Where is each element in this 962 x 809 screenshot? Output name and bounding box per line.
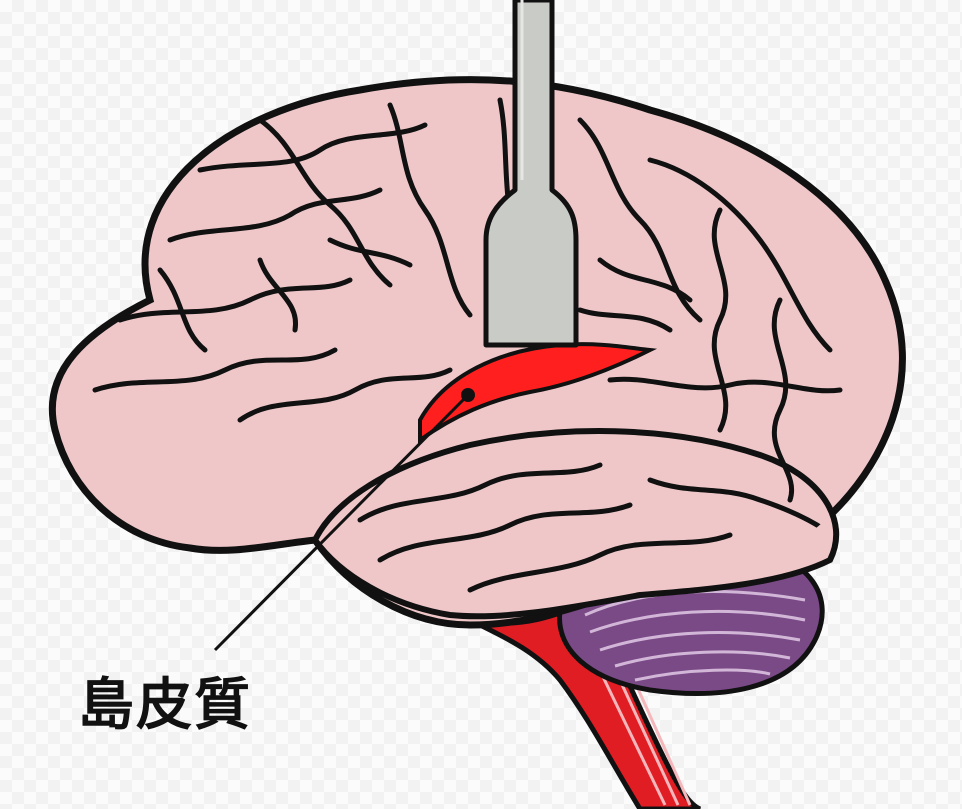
insula-label: 島皮質	[78, 660, 252, 741]
cerebrum	[52, 80, 902, 625]
